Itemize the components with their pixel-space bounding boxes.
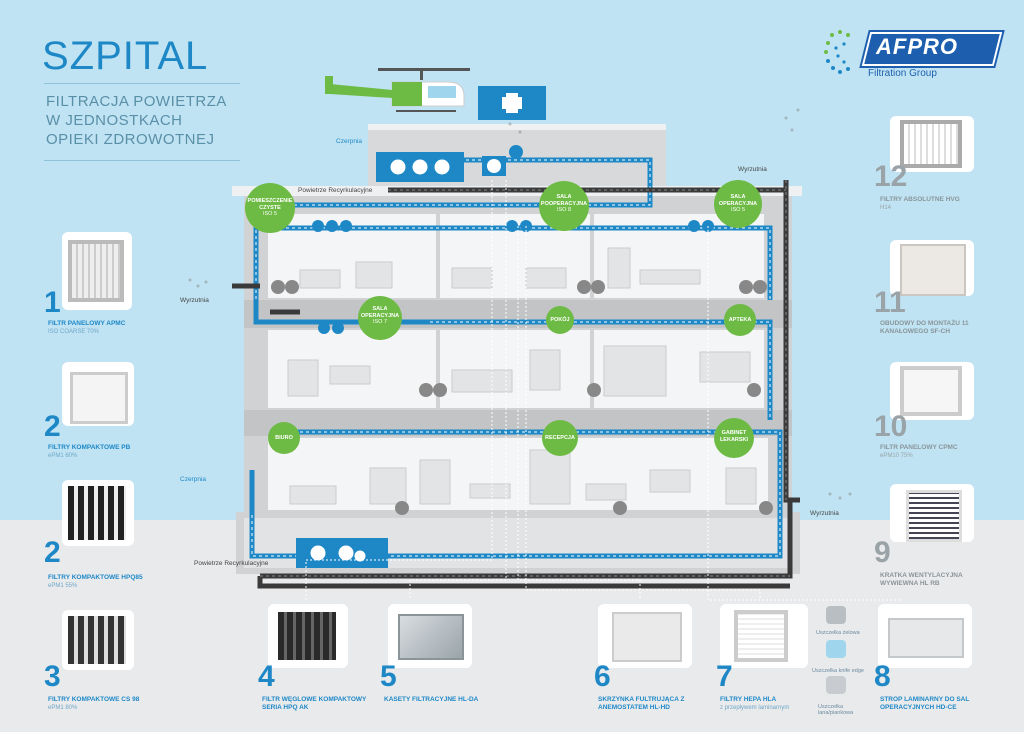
recirc-label-bottom: Powietrze Recyrkulacyjne: [194, 560, 269, 567]
logo-text: AFPRO: [876, 34, 958, 59]
product-image-8: [878, 604, 972, 668]
product-name-10: FILTR PANELOWY CPMC: [880, 444, 958, 451]
seal-swatch-gel: [826, 606, 846, 624]
product-spec-2b: ePM1 55%: [48, 583, 78, 589]
seal-swatch-foam: [826, 676, 846, 694]
cs98-filter-icon: [68, 616, 126, 664]
product-number-3: 3: [44, 660, 61, 693]
intake-label-bottom: Czerpnia: [180, 476, 207, 483]
compact-filter-icon: [70, 372, 128, 424]
seal-label-gel: Uszczelka żelowa: [816, 630, 860, 636]
seal-label-knife: Uszczelka knife edge: [812, 668, 864, 674]
product-name-3: FILTRY KOMPAKTOWE CS 98: [48, 696, 140, 703]
product-number-4: 4: [258, 660, 275, 693]
product-name-7: FILTRY HEPA HLA: [720, 696, 777, 703]
carbon-filter-icon: [278, 612, 336, 660]
product-number-9: 9: [874, 536, 891, 569]
product-name-1: FILTR PANELOWY APMC: [48, 320, 126, 327]
room-label-pharmacy: APTEKA: [728, 317, 752, 323]
product-name-8: STROP LAMINARNY DO SAL OPERACYJNYCH HD-C…: [880, 696, 970, 711]
product-image-5: [388, 604, 472, 668]
subtitle-line-1: FILTRACJA POWIETRZA: [46, 93, 227, 110]
product-name-6: SKRZYNKA FULTRUJĄCA Z ANEMOSTATEM HL-HD: [598, 696, 685, 711]
product-number-7: 7: [716, 660, 733, 693]
product-image-12: [890, 116, 974, 172]
page-title: SZPITAL: [42, 34, 209, 78]
grille-icon: [906, 490, 962, 542]
brand-logo: AFPRO Filtration Group: [818, 26, 1003, 86]
product-number-2b: 2: [44, 536, 61, 569]
product-spec-12: H14: [880, 205, 892, 211]
v-bank-filter-icon: [68, 486, 126, 540]
product-name-4: FILTR WĘGLOWE KOMPAKTOWY SERIA HPQ AK: [262, 696, 367, 711]
hepa-filter-icon: [734, 610, 788, 662]
product-spec-7: z przepływem laminarnym: [720, 705, 790, 711]
housing-icon: [900, 244, 966, 296]
product-number-6: 6: [594, 660, 611, 693]
product-spec-1: ISO COARSE 70%: [48, 329, 100, 335]
product-image-1: [62, 232, 132, 310]
product-name-11: OBUDOWY DO MONTAŻU 11 KANAŁOWEGO SF-CH: [880, 320, 969, 335]
room-label-ward: POKÓJ: [550, 317, 570, 323]
product-number-8: 8: [874, 660, 891, 693]
intake-label-top: Czerpnia: [336, 138, 363, 145]
helicopter-icon: [325, 68, 470, 112]
product-image-4: [268, 604, 348, 668]
product-image-11: [890, 240, 974, 296]
product-number-11: 11: [874, 286, 906, 319]
product-name-2: FILTRY KOMPAKTOWE PB: [48, 444, 131, 451]
product-name-2b: FILTRY KOMPAKTOWE HPQ85: [48, 574, 143, 581]
room-label-office: BIURO: [275, 435, 293, 441]
subtitle-line-2: W JEDNOSTKACH: [46, 112, 183, 129]
product-image-7: [720, 604, 808, 668]
product-name-5: KASETY FILTRACYJNE HL-DA: [384, 696, 479, 703]
subtitle-rule: [44, 160, 240, 161]
product-number-5: 5: [380, 660, 397, 693]
product-number-10: 10: [874, 410, 908, 443]
absolute-filter-icon: [900, 120, 962, 168]
exhaust-label-right: Wyrzutnia: [810, 510, 839, 517]
product-spec-10: ePM10 75%: [880, 453, 913, 459]
product-number-2: 2: [44, 410, 61, 443]
product-image-6: [598, 604, 692, 668]
panel-filter-icon: [68, 240, 124, 302]
product-image-3: [62, 610, 134, 670]
product-image-10: [890, 362, 974, 420]
filter-cassette-icon: [398, 614, 464, 660]
product-image-2b: [62, 480, 134, 546]
title-rule: [44, 83, 240, 84]
room-label-reception: RECEPCJA: [545, 435, 575, 441]
product-number-1: 1: [44, 286, 61, 319]
product-spec-2: ePM1 60%: [48, 453, 78, 459]
product-image-2: [62, 362, 134, 426]
room-label-doctor-office: GABINET LEKARSKI: [719, 430, 749, 443]
product-spec-3: ePM1 80%: [48, 705, 78, 711]
seal-label-foam: Uszczelka lana/piankowa: [818, 704, 854, 716]
dots-logo-icon: [824, 30, 850, 74]
logo-tagline: Filtration Group: [868, 68, 937, 79]
exhaust-label-top: Wyrzutnia: [738, 166, 767, 173]
hepa-box-icon: [612, 612, 682, 662]
product-number-12: 12: [874, 160, 908, 193]
cpmc-panel-icon: [900, 366, 962, 416]
product-image-9: [890, 484, 974, 542]
seal-swatch-knife: [826, 640, 846, 658]
exhaust-label-left: Wyrzutnia: [180, 297, 209, 304]
page-subtitle: FILTRACJA POWIETRZA W JEDNOSTKACH OPIEKI…: [46, 92, 286, 149]
product-name-9: KRATKA WENTYLACYJNA WYWIEWNA HL RB: [880, 572, 963, 587]
recirc-label-top: Powietrze Recyrkulacyjne: [298, 187, 373, 194]
subtitle-line-3: OPIEKI ZDROWOTNEJ: [46, 131, 215, 148]
laminar-ceiling-icon: [888, 618, 964, 658]
product-name-12: FILTRY ABSOLUTNE HVG: [880, 196, 960, 203]
